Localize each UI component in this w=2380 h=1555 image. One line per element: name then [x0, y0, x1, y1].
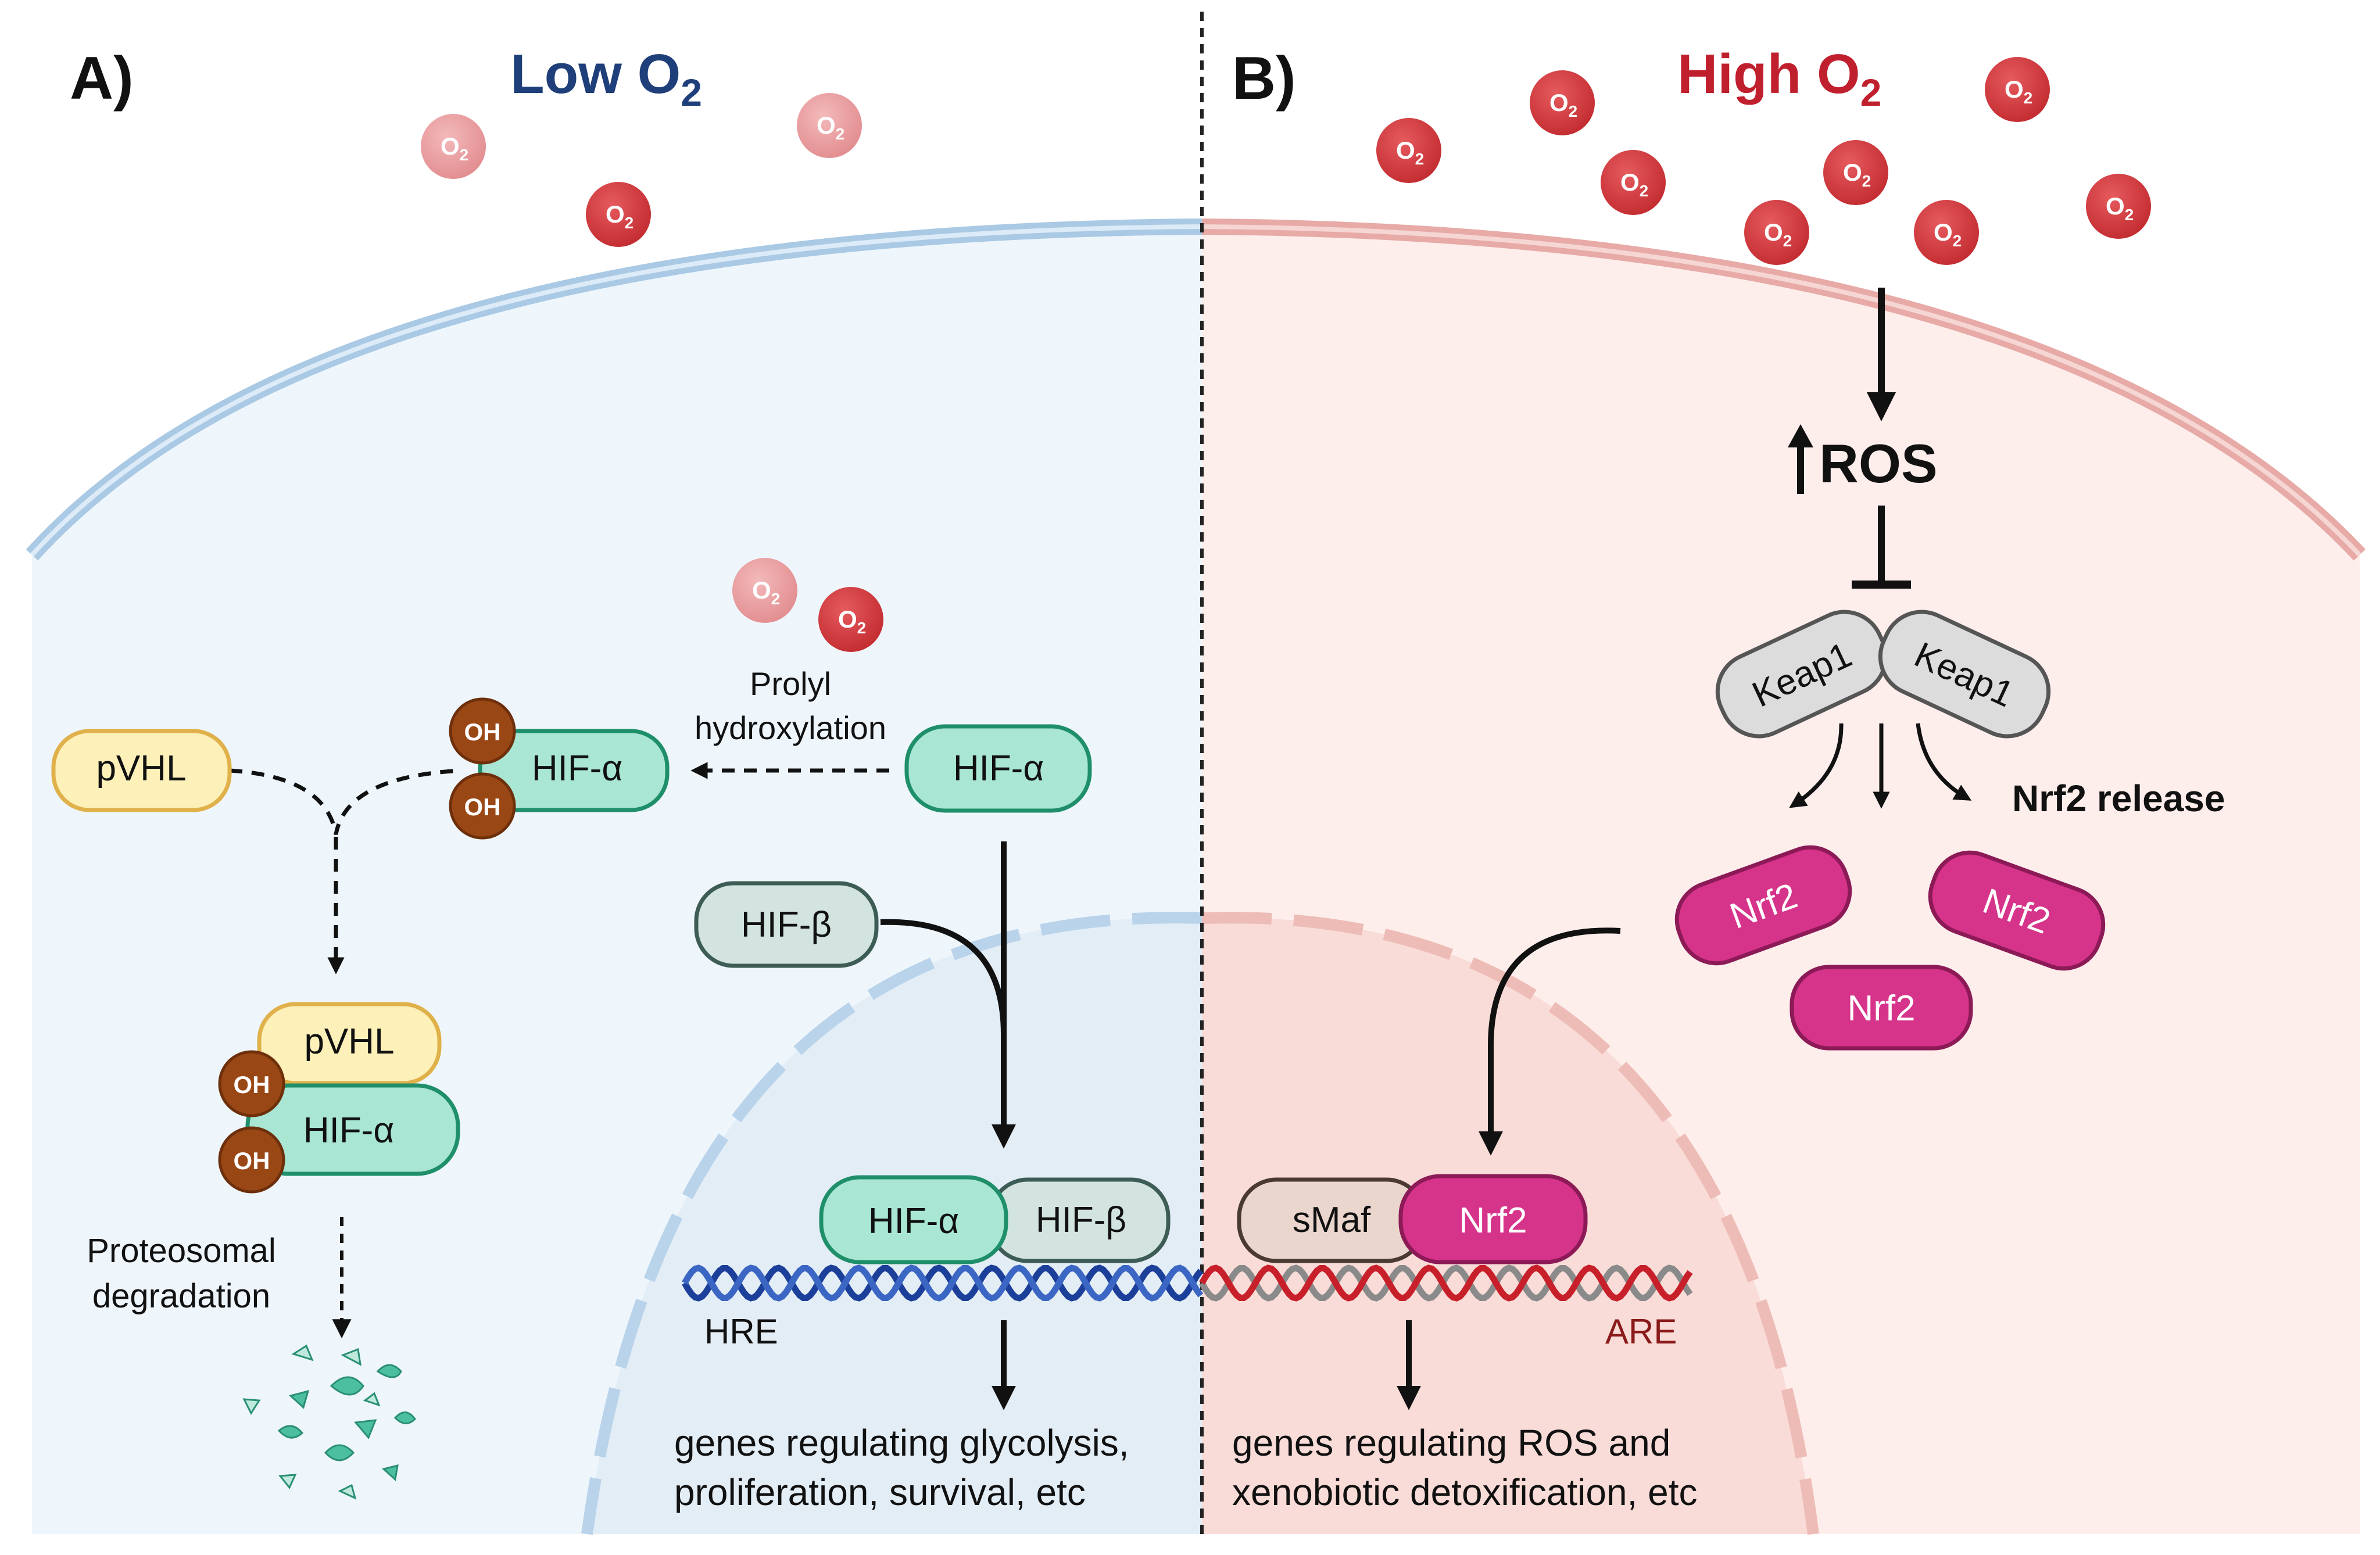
o2-molecules: O2 O2 O2 O2 O2 O2 O2 O2 O2 O2 O2 O2 O2 — [421, 57, 2151, 652]
svg-text:Nrf2: Nrf2 — [1459, 1201, 1527, 1241]
ros-increase-icon — [1788, 424, 1813, 494]
nrf2-free-3: Nrf2 — [1790, 965, 1973, 1051]
nrf2-nuclear-arrow — [1479, 927, 1621, 1156]
o2-molecule-icon: O2 — [1823, 140, 1888, 205]
nrf2-free-2: Nrf2 — [1928, 850, 2106, 971]
nrf2-release-label: Nrf2 release — [2012, 778, 2225, 819]
dna-are-helix — [1199, 1264, 1693, 1302]
svg-text:HIF-β: HIF-β — [741, 905, 832, 945]
hydroxylated-hif-alpha: HIF-α OH OH — [449, 697, 670, 840]
panel-a-label: A) — [70, 45, 134, 112]
prolyl-label-line2: hydroxylation — [695, 710, 886, 746]
hydroxyl-group-icon: OH — [449, 772, 516, 840]
prolyl-label-line1: Prolyl — [750, 665, 831, 702]
svg-text:O2: O2 — [1396, 137, 1424, 168]
o2-molecule-icon: O2 — [1530, 70, 1595, 135]
svg-text:O2: O2 — [1549, 89, 1577, 120]
hif-dimer: HIF-β HIF-α — [819, 1175, 1171, 1264]
high-o2-title: High O2 — [1677, 43, 1881, 114]
o2-molecule-icon: O2 — [797, 93, 862, 158]
panel-b-label: B) — [1232, 45, 1296, 112]
hif-beta-protein: HIF-β — [694, 881, 879, 968]
svg-text:O2: O2 — [2106, 192, 2134, 224]
low-o2-cell — [26, 218, 1202, 1535]
are-label: ARE — [1605, 1312, 1677, 1351]
svg-text:O2: O2 — [817, 112, 844, 143]
svg-text:O2: O2 — [606, 200, 634, 232]
o2-molecule-icon: O2 — [421, 114, 486, 179]
o2-molecule-icon: O2 — [2086, 174, 2151, 239]
svg-text:OH: OH — [234, 1071, 270, 1098]
nrf2-free-1: Nrf2 — [1674, 845, 1852, 966]
inhibition-tee-bar-icon — [1852, 506, 1911, 589]
svg-text:O2: O2 — [441, 132, 468, 164]
svg-text:O2: O2 — [752, 576, 780, 608]
svg-text:O2: O2 — [1620, 169, 1648, 200]
proteosomal-label-line1: Proteosomal — [87, 1232, 276, 1270]
svg-text:HIF-β: HIF-β — [1036, 1200, 1126, 1240]
svg-text:HIF-α: HIF-α — [868, 1201, 959, 1241]
hif-alpha-protein: HIF-α — [904, 724, 1092, 813]
o2-molecule-icon: O2 — [1601, 150, 1666, 215]
svg-text:O2: O2 — [1764, 218, 1792, 250]
o2-molecule-icon: O2 — [1376, 118, 1441, 183]
o2-molecule-icon: O2 — [1985, 57, 2050, 122]
o2-molecule-icon: O2 — [818, 587, 883, 652]
hif-genes-line1: genes regulating glycolysis, — [674, 1422, 1129, 1464]
proteosomal-label-line2: degradation — [92, 1277, 270, 1315]
svg-text:O2: O2 — [2005, 76, 2032, 107]
ros-label: ROS — [1819, 433, 1938, 494]
nrf2-genes-line2: xenobiotic detoxification, etc — [1232, 1471, 1697, 1513]
nrf2-genes-line1: genes regulating ROS and — [1232, 1422, 1670, 1464]
svg-text:OH: OH — [464, 793, 501, 821]
keap1-right: Keap1 — [1878, 610, 2051, 739]
pvhl-binding-connector — [229, 768, 463, 835]
pvhl-hif-alpha-complex: pVHL HIF-α OH OH — [218, 1002, 460, 1194]
svg-text:O2: O2 — [1934, 218, 1962, 250]
svg-text:pVHL: pVHL — [96, 748, 186, 789]
o2-molecule-icon: O2 — [1914, 200, 1979, 265]
smaf-nrf2-dimer: sMaf Nrf2 — [1237, 1174, 1588, 1264]
svg-text:Nrf2: Nrf2 — [1847, 988, 1915, 1029]
low-o2-title: Low O2 — [510, 43, 702, 114]
svg-text:O2: O2 — [1843, 159, 1871, 190]
hre-label: HRE — [704, 1312, 778, 1351]
svg-text:HIF-α: HIF-α — [532, 748, 622, 789]
dna-hre-helix — [682, 1264, 1204, 1302]
svg-text:pVHL: pVHL — [304, 1022, 394, 1062]
svg-text:OH: OH — [464, 718, 501, 746]
release-arrow-left — [1789, 723, 1844, 808]
hydroxyl-group-icon: OH — [218, 1050, 285, 1117]
keap1-left: Keap1 — [1715, 610, 1888, 739]
svg-text:HIF-α: HIF-α — [953, 748, 1044, 789]
degraded-fragments-icon — [242, 1344, 416, 1500]
svg-text:HIF-α: HIF-α — [303, 1110, 394, 1151]
hif-genes-line2: proliferation, survival, etc — [674, 1471, 1086, 1513]
hif-beta-join-curve — [880, 919, 1007, 1035]
release-arrow-right — [1916, 723, 1972, 801]
svg-text:O2: O2 — [838, 605, 866, 637]
svg-text:OH: OH — [234, 1147, 270, 1174]
o2-molecule-icon: O2 — [586, 182, 651, 247]
hydroxyl-group-icon: OH — [218, 1126, 285, 1194]
hydroxyl-group-icon: OH — [449, 697, 516, 765]
svg-text:sMaf: sMaf — [1293, 1200, 1371, 1240]
o2-molecule-icon: O2 — [732, 558, 797, 623]
o2-molecule-icon: O2 — [1744, 200, 1809, 265]
pvhl-protein: pVHL — [51, 729, 232, 812]
